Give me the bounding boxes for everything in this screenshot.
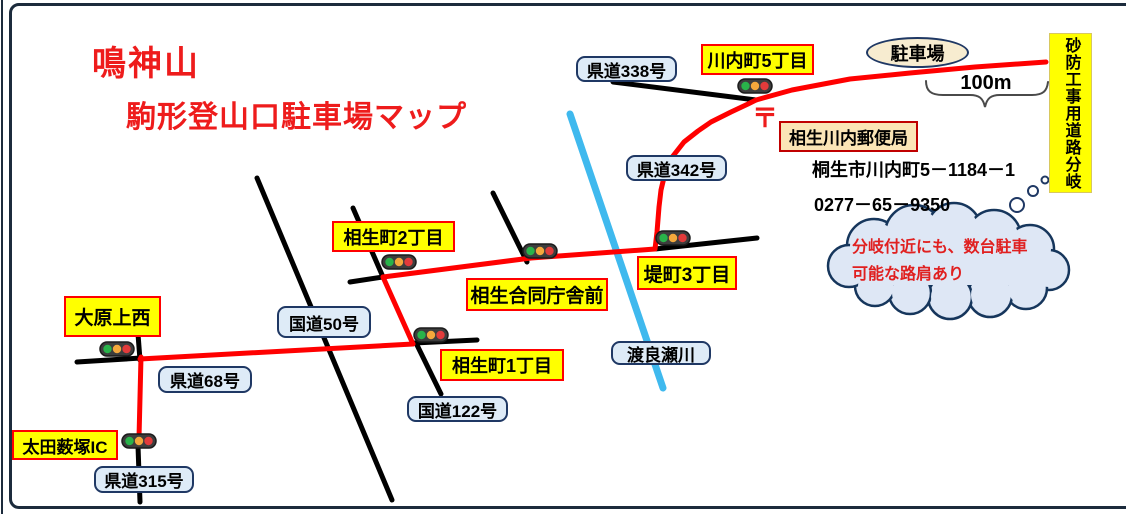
traffic-light-icon [121,433,157,449]
road-label-kendo338: 県道338号 [576,56,677,82]
traffic-light-icon [522,243,558,259]
route-kendo68 [137,341,416,362]
intersection-label-kawauchicho5: 川内町5丁目 [701,44,814,75]
route-aioicho2-to-tsutsumicho3 [380,246,658,280]
road-label-kendo342: 県道342号 [626,155,727,181]
traffic-light-icon [99,341,135,357]
map-border-frame [9,3,1126,509]
route-aioicho1-to-aioicho2 [380,274,416,347]
road-kokudo122-line [414,342,444,397]
road-label-kendo68: 県道68号 [158,366,252,393]
shoulder-parking-note: 分岐付近にも、数台駐車 可能な路肩あり [852,234,1062,288]
left-edge-line [1,0,3,514]
road-tsutsumicho3-east [652,235,760,252]
black-roads [74,79,760,505]
road-label-kokudo122: 国道122号 [407,396,508,422]
map-title-mountain: 鳴神山 [92,45,200,83]
road-kendo338-line [610,79,759,103]
parking-address: 桐生市川内町5－1184－1 [812,160,1016,180]
cloud-callout [826,201,1071,321]
intersection-label-aioicho1: 相生町1丁目 [440,349,564,381]
traffic-light-icon [737,78,773,94]
river-label-watarase: 渡良瀬川 [611,341,711,365]
traffic-light-icon [655,230,691,246]
intersection-label-godochosha: 相生合同庁舎前 [466,278,608,311]
road-godochosha-cross [490,190,530,265]
road-oharakaminishi-west-stub [74,355,144,365]
post-office-mark-icon: 〒 [752,103,779,133]
road-kokudo50-line [254,175,395,503]
intersection-label-aioicho2: 相生町2丁目 [332,221,455,252]
note-line2: 可能な路肩あり [852,266,965,283]
road-label-kendo315: 県道315号 [94,466,194,493]
intersection-label-ota-yabuzuka-ic: 太田薮塚IC [12,430,118,460]
thought-bubble-dots [1009,175,1050,213]
road-label-kokudo50: 国道50号 [277,306,371,338]
post-office-label: 相生川内郵便局 [779,121,918,152]
traffic-light-icon [381,254,417,270]
traffic-light-icon [413,327,449,343]
intersection-label-oharakaminishi: 大原上西 [64,296,161,337]
traffic-lights [99,78,773,449]
route-kendo342-to-parking [652,59,1049,252]
sabo-branch-label: 砂防工事用道路分岐 [1049,33,1092,193]
note-line1: 分岐付近にも、数台駐車 [852,239,1028,256]
route-oharakaminishi-south [136,354,144,441]
parking-lot-label: 駐車場 [866,37,969,68]
scale-100m-label: 100m [960,72,1012,94]
map-title-subtitle: 駒形登山口駐車場マップ [126,101,467,134]
road-aioicho2-stub [347,274,386,285]
intersection-label-tsutsumicho3: 堤町3丁目 [637,256,737,290]
parking-phone: 0277－65－9350 [814,195,951,215]
scale-brace [925,80,1049,108]
